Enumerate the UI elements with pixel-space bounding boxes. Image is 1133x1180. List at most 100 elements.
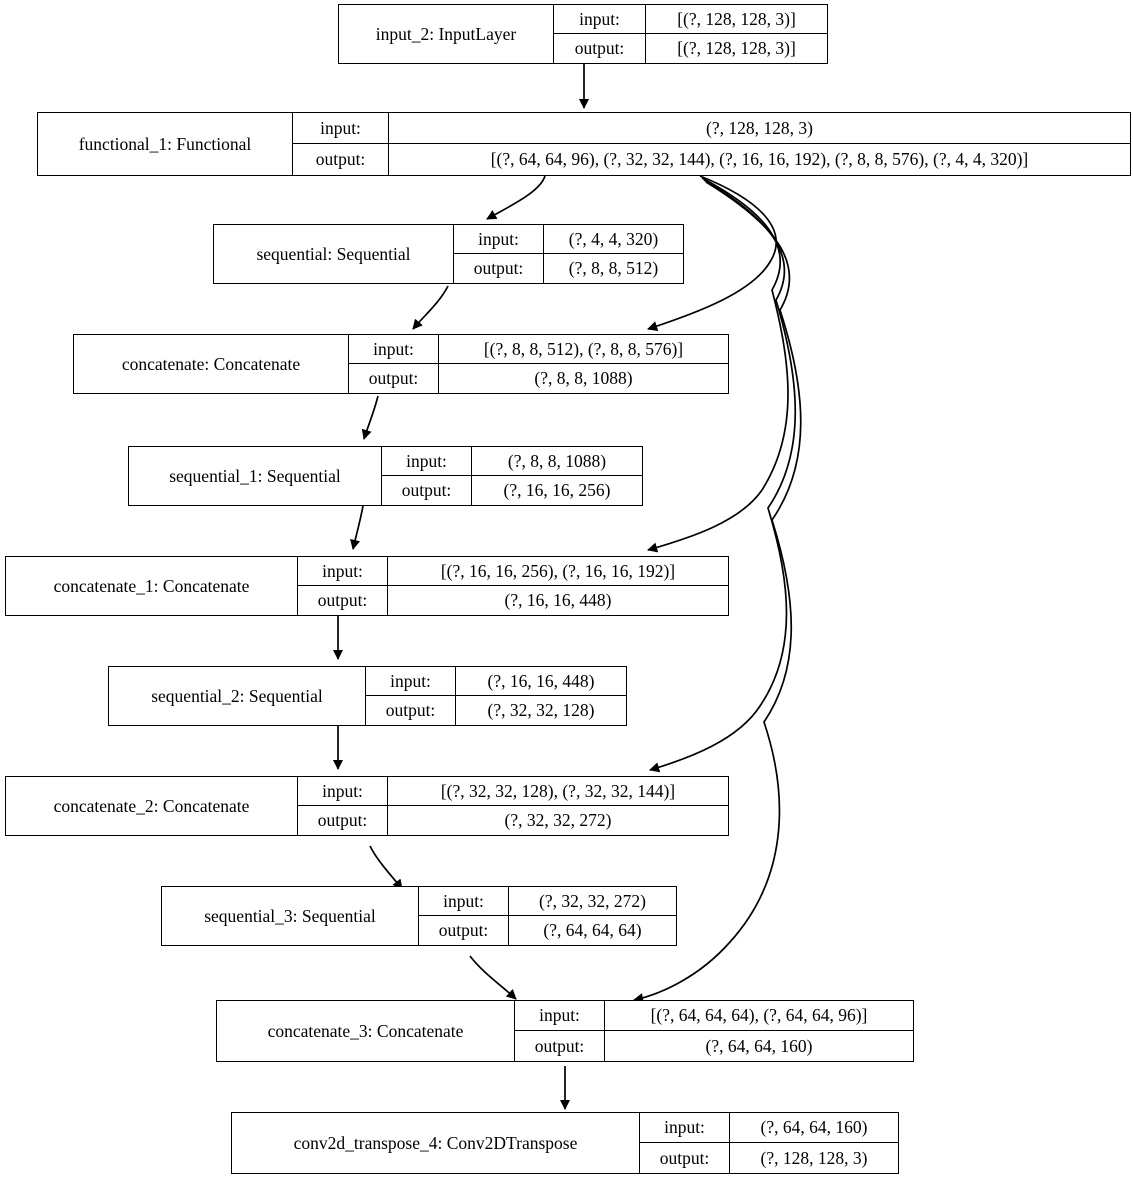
input-label: input: xyxy=(515,1001,605,1030)
node-input_2-io: input: [(?, 128, 128, 3)] output: [(?, 1… xyxy=(554,5,827,63)
edge-sequential_1-concatenate_1 xyxy=(350,505,364,550)
edge-concatenate_2-sequential_3 xyxy=(369,845,403,890)
node-sequential_2-label: sequential_2: Sequential xyxy=(109,667,366,725)
node-sequential_1-io: input: (?, 8, 8, 1088) output: (?, 16, 1… xyxy=(382,447,642,505)
node-conv2d_transpose_4-io: input: (?, 64, 64, 160) output: (?, 128,… xyxy=(640,1113,898,1173)
node-sequential-input-value: (?, 4, 4, 320) xyxy=(568,228,659,249)
node-functional_1-output-row: output: [(?, 64, 64, 96), (?, 32, 32, 14… xyxy=(293,144,1130,175)
node-sequential_3-label: sequential_3: Sequential xyxy=(162,887,419,945)
node-concatenate_1[interactable]: concatenate_1: Concatenate input: [(?, 1… xyxy=(5,556,729,616)
node-conv2d_transpose_4-label: conv2d_transpose_4: Conv2DTranspose xyxy=(232,1113,640,1173)
output-label: output: xyxy=(554,34,646,63)
input-label: input: xyxy=(298,777,388,805)
node-functional_1-io: input: (?, 128, 128, 3) output: [(?, 64,… xyxy=(293,113,1130,175)
node-concatenate_3[interactable]: concatenate_3: Concatenate input: [(?, 6… xyxy=(216,1000,914,1062)
node-conv2d_transpose_4-output-row: output: (?, 128, 128, 3) xyxy=(640,1143,898,1173)
input-label: input: xyxy=(640,1113,730,1142)
input-label: input: xyxy=(382,447,472,475)
input-label: input: xyxy=(349,335,439,363)
node-functional_1-label: functional_1: Functional xyxy=(38,113,293,175)
input-label: input: xyxy=(454,225,544,253)
node-conv2d_transpose_4[interactable]: conv2d_transpose_4: Conv2DTranspose inpu… xyxy=(231,1112,899,1174)
node-concatenate-io: input: [(?, 8, 8, 512), (?, 8, 8, 576)] … xyxy=(349,335,728,393)
node-sequential-output-row: output: (?, 8, 8, 512) xyxy=(454,254,683,283)
edge-sequential_3-concatenate_3 xyxy=(469,955,517,1000)
node-concatenate_2-input-value: [(?, 32, 32, 128), (?, 32, 32, 144)] xyxy=(440,780,676,801)
node-input_2[interactable]: input_2: InputLayer input: [(?, 128, 128… xyxy=(338,4,828,64)
node-sequential-io: input: (?, 4, 4, 320) output: (?, 8, 8, … xyxy=(454,225,683,283)
node-concatenate-output-row: output: (?, 8, 8, 1088) xyxy=(349,364,728,393)
node-concatenate_2-output-row: output: (?, 32, 32, 272) xyxy=(298,806,728,835)
input-label: input: xyxy=(298,557,388,585)
node-sequential_3-io: input: (?, 32, 32, 272) output: (?, 64, … xyxy=(419,887,676,945)
node-conv2d_transpose_4-input-row: input: (?, 64, 64, 160) xyxy=(640,1113,898,1143)
node-concatenate_3-input-row: input: [(?, 64, 64, 64), (?, 64, 64, 96)… xyxy=(515,1001,913,1031)
node-concatenate_3-output-row: output: (?, 64, 64, 160) xyxy=(515,1031,913,1061)
node-input_2-label: input_2: InputLayer xyxy=(339,5,554,63)
node-conv2d_transpose_4-output-value: (?, 128, 128, 3) xyxy=(760,1147,868,1168)
node-sequential-label: sequential: Sequential xyxy=(214,225,454,283)
node-concatenate_2-label: concatenate_2: Concatenate xyxy=(6,777,298,835)
node-functional_1[interactable]: functional_1: Functional input: (?, 128,… xyxy=(37,112,1131,176)
edge-concatenate-sequential_1 xyxy=(361,395,379,440)
output-label: output: xyxy=(298,586,388,615)
node-sequential_1-label: sequential_1: Sequential xyxy=(129,447,382,505)
node-sequential_2[interactable]: sequential_2: Sequential input: (?, 16, … xyxy=(108,666,627,726)
output-label: output: xyxy=(293,144,389,175)
node-input_2-input-value: [(?, 128, 128, 3)] xyxy=(677,8,796,29)
node-concatenate_3-io: input: [(?, 64, 64, 64), (?, 64, 64, 96)… xyxy=(515,1001,913,1061)
node-input_2-output-row: output: [(?, 128, 128, 3)] xyxy=(554,34,827,63)
node-concatenate_2-output-value: (?, 32, 32, 272) xyxy=(504,810,612,830)
node-sequential_3-output-row: output: (?, 64, 64, 64) xyxy=(419,916,676,945)
output-label: output: xyxy=(366,696,456,725)
node-sequential-input-row: input: (?, 4, 4, 320) xyxy=(454,225,683,254)
output-label: output: xyxy=(419,916,509,945)
node-sequential_1-output-row: output: (?, 16, 16, 256) xyxy=(382,476,642,505)
node-concatenate_1-label: concatenate_1: Concatenate xyxy=(6,557,298,615)
node-sequential_2-input-value: (?, 16, 16, 448) xyxy=(487,670,595,691)
node-sequential_2-io: input: (?, 16, 16, 448) output: (?, 32, … xyxy=(366,667,626,725)
node-concatenate_1-output-value: (?, 16, 16, 448) xyxy=(504,590,612,610)
node-sequential-output-value: (?, 8, 8, 512) xyxy=(568,258,659,278)
node-functional_1-input-value: (?, 128, 128, 3) xyxy=(706,117,813,138)
node-concatenate_3-label: concatenate_3: Concatenate xyxy=(217,1001,515,1061)
node-input_2-output-value: [(?, 128, 128, 3)] xyxy=(677,38,796,58)
output-label: output: xyxy=(298,806,388,835)
node-concatenate-output-value: (?, 8, 8, 1088) xyxy=(534,368,633,388)
node-sequential_1-output-value: (?, 16, 16, 256) xyxy=(503,480,611,500)
node-sequential_3[interactable]: sequential_3: Sequential input: (?, 32, … xyxy=(161,886,677,946)
input-label: input: xyxy=(293,113,389,143)
node-concatenate_1-io: input: [(?, 16, 16, 256), (?, 16, 16, 19… xyxy=(298,557,728,615)
node-concatenate_1-input-value: [(?, 16, 16, 256), (?, 16, 16, 192)] xyxy=(440,560,676,581)
output-label: output: xyxy=(454,254,544,283)
node-sequential_1[interactable]: sequential_1: Sequential input: (?, 8, 8… xyxy=(128,446,643,506)
node-functional_1-input-row: input: (?, 128, 128, 3) xyxy=(293,113,1130,144)
node-concatenate_3-input-value: [(?, 64, 64, 64), (?, 64, 64, 96)] xyxy=(650,1005,868,1025)
node-sequential_3-output-value: (?, 64, 64, 64) xyxy=(543,920,642,940)
node-concatenate_2[interactable]: concatenate_2: Concatenate input: [(?, 3… xyxy=(5,776,729,836)
node-sequential_1-input-value: (?, 8, 8, 1088) xyxy=(507,450,607,471)
node-sequential_3-input-value: (?, 32, 32, 272) xyxy=(539,890,646,911)
edge-sequential-concatenate xyxy=(412,285,449,330)
node-sequential_3-input-row: input: (?, 32, 32, 272) xyxy=(419,887,676,916)
node-sequential_2-output-value: (?, 32, 32, 128) xyxy=(487,700,595,720)
node-concatenate-input-row: input: [(?, 8, 8, 512), (?, 8, 8, 576)] xyxy=(349,335,728,364)
node-concatenate[interactable]: concatenate: Concatenate input: [(?, 8, … xyxy=(73,334,729,394)
node-sequential_1-input-row: input: (?, 8, 8, 1088) xyxy=(382,447,642,476)
node-concatenate_2-io: input: [(?, 32, 32, 128), (?, 32, 32, 14… xyxy=(298,777,728,835)
node-concatenate-input-value: [(?, 8, 8, 512), (?, 8, 8, 576)] xyxy=(483,338,684,359)
node-sequential_2-input-row: input: (?, 16, 16, 448) xyxy=(366,667,626,696)
node-concatenate_3-output-value: (?, 64, 64, 160) xyxy=(705,1035,813,1056)
node-sequential[interactable]: sequential: Sequential input: (?, 4, 4, … xyxy=(213,224,684,284)
node-conv2d_transpose_4-input-value: (?, 64, 64, 160) xyxy=(760,1117,868,1137)
node-functional_1-output-value: [(?, 64, 64, 96), (?, 32, 32, 144), (?, … xyxy=(490,149,1029,169)
node-sequential_2-output-row: output: (?, 32, 32, 128) xyxy=(366,696,626,725)
output-label: output: xyxy=(382,476,472,505)
output-label: output: xyxy=(640,1143,730,1173)
edge-functional_1-sequential xyxy=(486,175,546,220)
node-concatenate_2-input-row: input: [(?, 32, 32, 128), (?, 32, 32, 14… xyxy=(298,777,728,806)
node-concatenate-label: concatenate: Concatenate xyxy=(74,335,349,393)
input-label: input: xyxy=(419,887,509,915)
input-label: input: xyxy=(366,667,456,695)
